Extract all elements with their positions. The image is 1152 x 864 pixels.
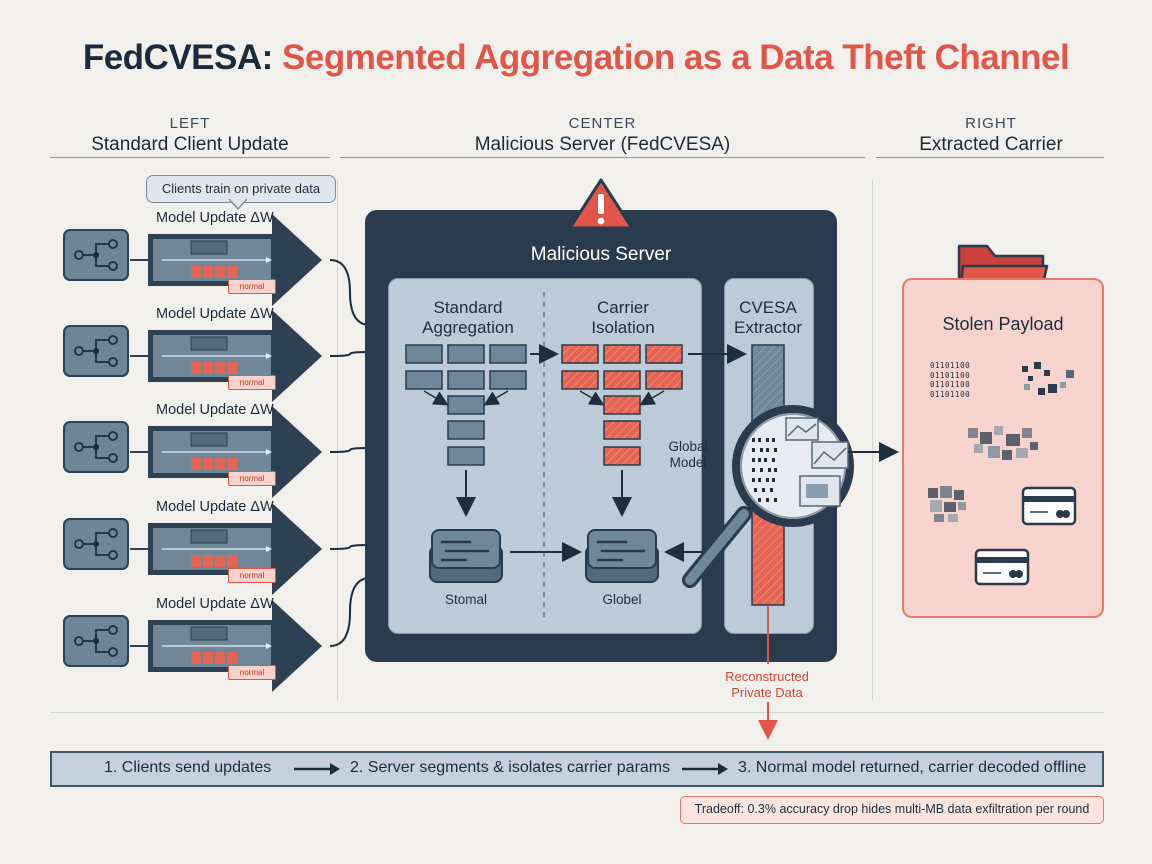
cvesa-extractor-title: CVESA Extractor bbox=[733, 298, 803, 337]
binary-line: 01101100 bbox=[930, 370, 971, 380]
client-device-icon bbox=[63, 518, 129, 570]
column-header-center: CENTER Malicious Server (FedCVESA) bbox=[340, 115, 865, 156]
model-update-label: Model Update ΔW bbox=[156, 499, 274, 515]
title-prefix: FedCVESA: bbox=[82, 38, 273, 77]
globel-label: Globel bbox=[602, 592, 642, 607]
tradeoff-note: Tradeoff: 0.3% accuracy drop hides multi… bbox=[680, 796, 1104, 824]
normal-badge: normal bbox=[228, 471, 276, 486]
model-update-label: Model Update ΔW bbox=[156, 306, 274, 322]
model-update-label: Model Update ΔW bbox=[156, 402, 274, 418]
network-node-icon bbox=[74, 239, 118, 271]
network-node-icon bbox=[74, 335, 118, 367]
header-rule-center bbox=[340, 157, 865, 158]
column-divider-right bbox=[872, 180, 873, 700]
update-arrow bbox=[148, 503, 322, 595]
column-tag-right: RIGHT bbox=[965, 115, 1017, 132]
column-divider-left bbox=[337, 180, 338, 700]
binary-data-block: 01101100 01101100 01101100 01101100 bbox=[930, 361, 970, 399]
stolen-payload-title: Stolen Payload bbox=[942, 314, 1064, 334]
title-main: Segmented Aggregation as a Data Theft Ch… bbox=[282, 38, 1070, 77]
model-update-label: Model Update ΔW bbox=[156, 596, 274, 612]
credit-card-icon bbox=[974, 548, 1030, 586]
carrier-isolation-title: Carrier Isolation bbox=[591, 298, 655, 337]
global-model-label: Global Model bbox=[668, 439, 708, 470]
server-title: Malicious Server bbox=[530, 244, 672, 265]
clients-callout-text: Clients train on private data bbox=[161, 181, 321, 196]
update-arrow bbox=[148, 406, 322, 498]
update-connector bbox=[329, 544, 382, 550]
step-2: 2. Server segments & isolates carrier pa… bbox=[350, 759, 671, 776]
column-header-left: LEFT Standard Client Update bbox=[50, 115, 330, 156]
stomal-model-icon bbox=[429, 529, 503, 583]
client-device-icon bbox=[63, 615, 129, 667]
column-name-left: Standard Client Update bbox=[91, 134, 289, 155]
blurred-image-icon bbox=[928, 486, 966, 522]
client-device-icon bbox=[63, 421, 129, 473]
normal-badge: normal bbox=[228, 665, 276, 680]
update-arrow bbox=[148, 310, 322, 402]
column-header-right: RIGHT Extracted Carrier bbox=[876, 115, 1106, 156]
column-tag-left: LEFT bbox=[169, 115, 211, 132]
network-node-icon bbox=[74, 431, 118, 463]
normal-badge: normal bbox=[228, 568, 276, 583]
credit-card-icon bbox=[1021, 486, 1077, 526]
warning-triangle-icon bbox=[568, 178, 634, 230]
step-3: 3. Normal model returned, carrier decode… bbox=[738, 759, 1087, 776]
network-node-icon bbox=[74, 528, 118, 560]
step-arrow-icon bbox=[294, 763, 340, 775]
update-connector bbox=[329, 577, 382, 647]
step-1: 1. Clients send updates bbox=[104, 759, 272, 776]
reconstructed-data-label: Reconstructed Private Data bbox=[725, 669, 809, 700]
leaked-data-glyphs bbox=[928, 362, 1077, 586]
binary-line: 01101100 bbox=[930, 389, 971, 399]
normal-badge: normal bbox=[228, 279, 276, 294]
binary-line: 01101100 bbox=[930, 361, 971, 370]
diagram-title: FedCVESA: Segmented Aggregation as a Dat… bbox=[0, 38, 1152, 78]
normal-badge: normal bbox=[228, 375, 276, 390]
update-arrow bbox=[148, 214, 322, 306]
blurred-image-icon bbox=[968, 426, 1038, 460]
model-update-label: Model Update ΔW bbox=[156, 210, 274, 226]
process-steps-bar bbox=[50, 751, 1104, 787]
magnifier-icon bbox=[682, 405, 854, 588]
header-rule-right bbox=[876, 157, 1104, 158]
stomal-label: Stomal bbox=[444, 592, 488, 607]
step-arrow-icon bbox=[682, 763, 728, 775]
update-connector bbox=[329, 259, 382, 326]
column-name-right: Extracted Carrier bbox=[919, 134, 1063, 155]
tradeoff-text: Tradeoff: 0.3% accuracy drop hides multi… bbox=[694, 802, 1090, 816]
pixel-cluster-icon bbox=[1022, 362, 1074, 395]
update-connector bbox=[329, 447, 382, 453]
globel-model-icon bbox=[585, 529, 659, 583]
bottom-separator bbox=[50, 712, 1104, 713]
header-rule-left bbox=[50, 157, 330, 158]
column-name-center: Malicious Server (FedCVESA) bbox=[474, 134, 731, 155]
network-node-icon bbox=[74, 625, 118, 657]
update-connector bbox=[329, 351, 382, 357]
callout-pointer bbox=[228, 199, 248, 211]
standard-aggregation-blocks bbox=[405, 344, 527, 517]
client-device-icon bbox=[63, 229, 129, 281]
binary-line: 01101100 bbox=[930, 380, 971, 389]
update-arrow bbox=[148, 600, 322, 692]
client-device-icon bbox=[63, 325, 129, 377]
standard-aggregation-title: Standard Aggregation bbox=[422, 298, 514, 337]
carrier-isolation-blocks bbox=[561, 344, 683, 517]
column-tag-center: CENTER bbox=[568, 115, 637, 132]
